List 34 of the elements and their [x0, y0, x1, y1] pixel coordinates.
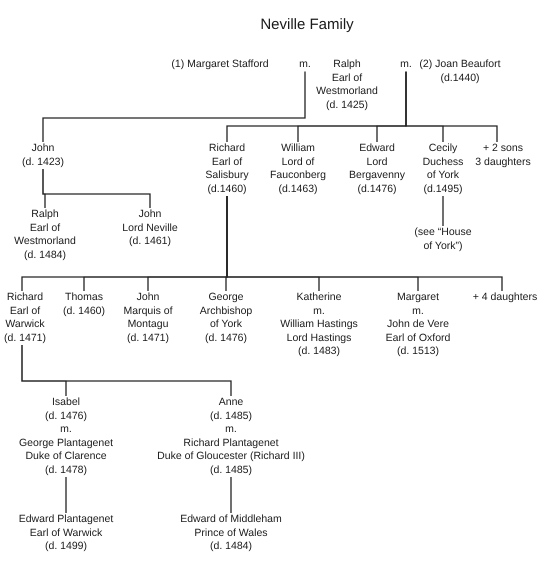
- person-label: Richard Earl of Salisbury (d.1460): [205, 142, 249, 196]
- person-label: William Lord of Fauconberg (d.1463): [270, 142, 326, 196]
- person-label: (2) Joan Beaufort (d.1440): [419, 58, 501, 85]
- person-label: George Archbishop of York (d. 1476): [200, 291, 252, 345]
- person-label: Edward Lord Bergavenny (d.1476): [348, 142, 406, 196]
- person-label: Ralph Earl of Westmorland (d. 1484): [14, 208, 76, 262]
- person-label: + 4 daughters: [472, 291, 538, 304]
- tree-line: [42, 169, 151, 208]
- person-label: Katherine m. William Hastings Lord Hastings (d. 1483): [280, 291, 358, 358]
- person-label: Isabel (d. 1476) m. George Plantagenet Duke of Clarence (d. 1478): [19, 396, 113, 477]
- tree-line: [21, 345, 232, 396]
- person-label: John Lord Neville (d. 1461): [122, 208, 178, 248]
- person-label: Thomas (d. 1460): [62, 291, 106, 318]
- person-label: + 2 sons 3 daughters: [475, 142, 531, 169]
- tree-line: [65, 477, 67, 513]
- tree-line: [442, 196, 444, 226]
- person-label: (1) Margaret Stafford: [171, 58, 269, 72]
- person-label: Anne (d. 1485) m. Richard Plantagenet Duke of Gloucester (Richard III) (d. 1485): [157, 396, 305, 477]
- marriage-label: m.: [400, 58, 412, 72]
- tree-line: [230, 477, 232, 513]
- cross-reference-note: (see “House of York”): [414, 226, 472, 253]
- person-label: Cecily Duchess of York (d.1495): [422, 142, 464, 196]
- tree-line: [405, 72, 498, 142]
- marriage-label: m.: [299, 58, 311, 72]
- person-label: Edward Plantagenet Earl of Warwick (d. 1499): [18, 513, 114, 554]
- person-label: John Marquis of Montagu (d. 1471): [123, 291, 173, 345]
- person-label: Ralph Earl of Westmorland (d. 1425): [316, 58, 378, 112]
- person-label: John (d. 1423): [22, 142, 64, 169]
- tree-line: [226, 196, 503, 291]
- person-label: Edward of Middleham Prince of Wales (d. 1484): [180, 513, 282, 554]
- person-label: Richard Earl of Warwick (d. 1471): [4, 291, 46, 345]
- tree-line: [42, 72, 306, 142]
- diagram-title: Neville Family: [260, 16, 354, 33]
- person-label: Margaret m. John de Vere Earl of Oxford (d. 1513): [386, 291, 450, 358]
